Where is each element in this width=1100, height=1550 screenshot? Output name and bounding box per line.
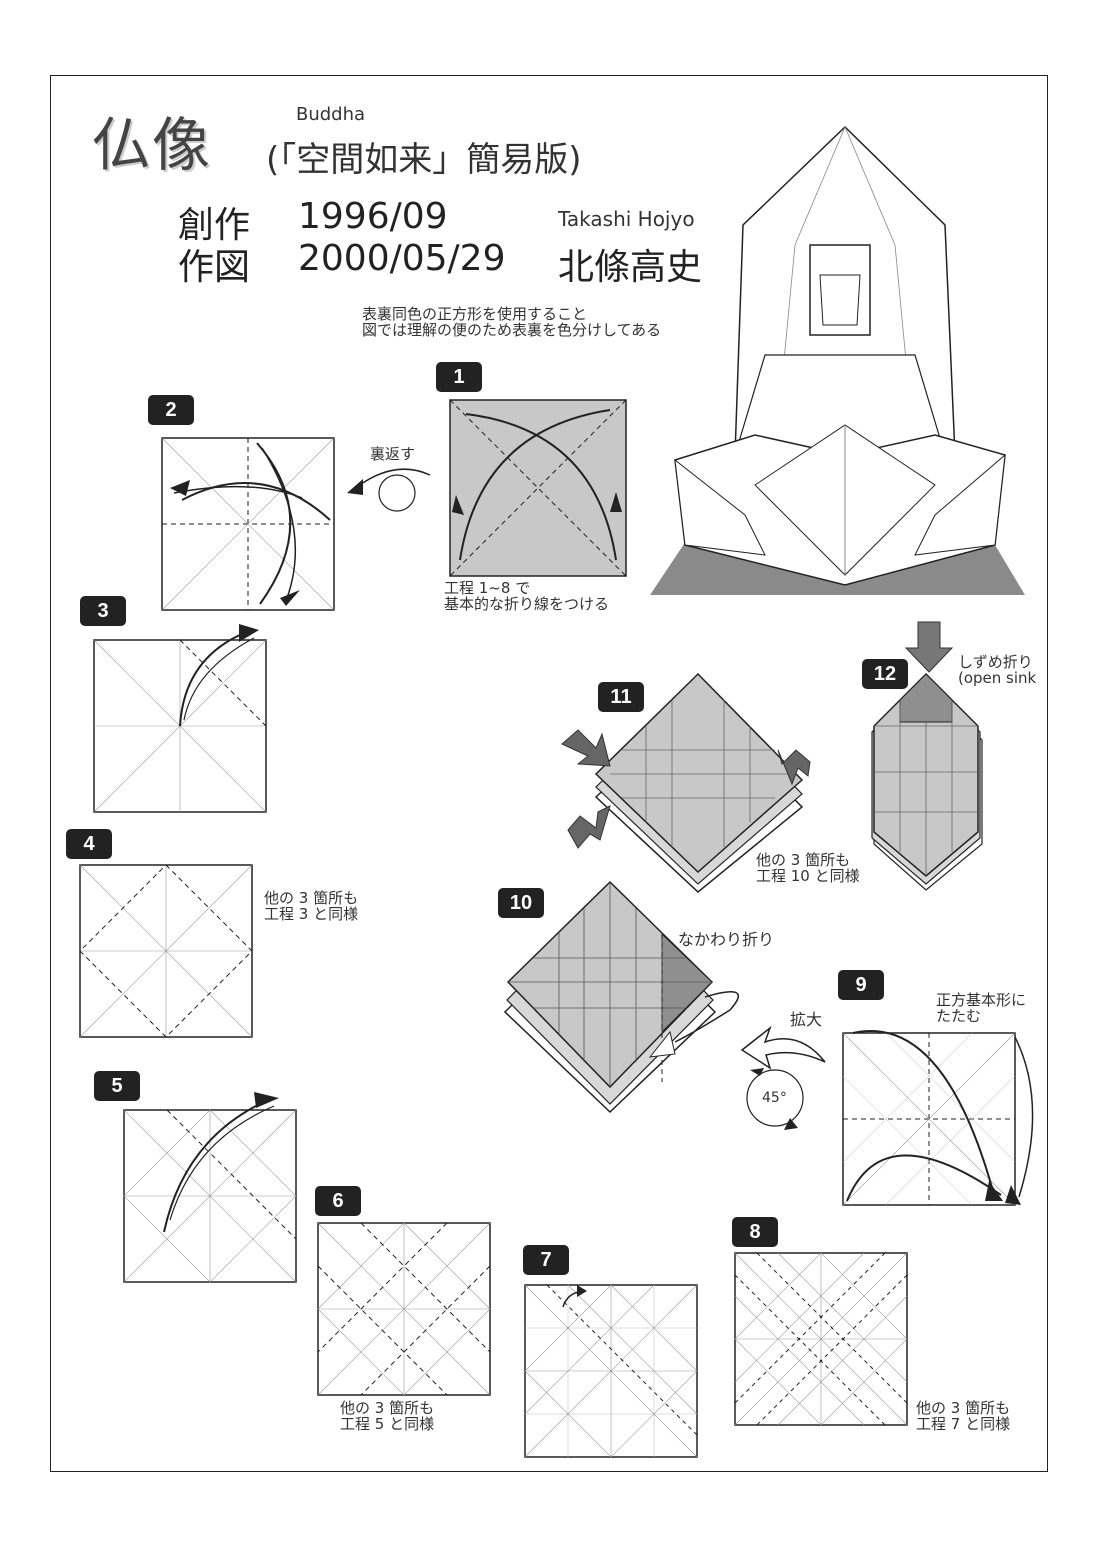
paper-note: 表裏同色の正方形を使用すること 図では理解の便のため表裏を色分けしてある <box>362 305 662 339</box>
drawn-label: 作図 <box>178 247 251 288</box>
step-12-diagram <box>871 621 983 891</box>
step-6-diagram <box>317 1222 491 1396</box>
author-en: Takashi Hojyo <box>558 207 695 231</box>
flip-over-icon <box>347 468 431 512</box>
step-7-diagram <box>524 1284 698 1458</box>
same-as-step-10-note: 他の 3 箇所も 工程 10 と同様 <box>756 851 860 885</box>
step-10-diagram <box>503 880 740 1114</box>
step-badge-3: 3 <box>80 596 126 626</box>
step-4-diagram <box>79 864 253 1038</box>
square-base-note: 正方基本形に たたむ <box>936 991 1027 1025</box>
step-badge-6: 6 <box>315 1186 361 1216</box>
buddha-finished-model <box>650 125 1025 595</box>
steps-1-8-note: 工程 1~8 で 基本的な折り線をつける <box>444 579 610 613</box>
step-badge-7: 7 <box>523 1245 569 1275</box>
page-frame <box>50 75 1048 1472</box>
same-as-step-7-note: 他の 3 箇所も 工程 7 と同様 <box>916 1399 1011 1433</box>
step-badge-1: 1 <box>436 362 482 392</box>
step-8-diagram <box>734 1252 908 1426</box>
flip-label: 裏返す <box>370 445 416 463</box>
step-2-diagram <box>161 437 335 611</box>
step-9-diagram <box>842 1030 1034 1206</box>
open-sink-label: しずめ折り (open sink <box>958 653 1037 687</box>
created-date: 1996/09 <box>298 196 448 237</box>
title-sub: (「空間如来」簡易版) <box>266 140 582 180</box>
step-5-diagram <box>123 1092 297 1283</box>
step-badge-11: 11 <box>598 682 644 712</box>
title-english: Buddha <box>296 104 366 125</box>
inside-reverse-fold-label: なかわり折り <box>678 930 775 949</box>
step-badge-4: 4 <box>66 829 112 859</box>
enlarge-label: 拡大 <box>790 1010 823 1029</box>
created-label: 創作 <box>178 205 251 246</box>
step-3-diagram <box>93 624 267 813</box>
rotate-45-label: 45° <box>762 1090 787 1106</box>
step-badge-9: 9 <box>838 970 884 1000</box>
enlarge-rotate-icon <box>740 1025 826 1130</box>
same-as-step-3-note: 他の 3 箇所も 工程 3 と同様 <box>264 889 359 923</box>
title-main: 仏像 <box>92 111 213 179</box>
step-badge-10: 10 <box>498 888 544 918</box>
step-badge-2: 2 <box>148 395 194 425</box>
same-as-step-5-note: 他の 3 箇所も 工程 5 と同様 <box>340 1399 435 1433</box>
step-11-diagram <box>561 672 811 893</box>
author-jp: 北條高史 <box>558 247 703 288</box>
step-badge-8: 8 <box>732 1217 778 1247</box>
step-1-diagram <box>449 399 627 577</box>
step-badge-12: 12 <box>862 659 908 689</box>
drawn-date: 2000/05/29 <box>298 238 506 279</box>
step-badge-5: 5 <box>94 1071 140 1101</box>
